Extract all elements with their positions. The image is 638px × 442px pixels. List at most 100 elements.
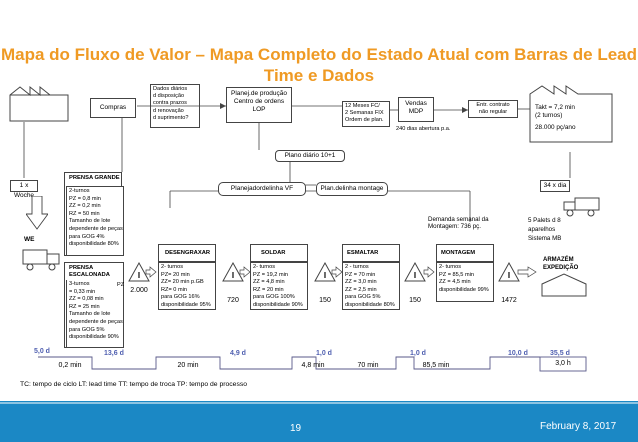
customer-factory-icon <box>529 85 613 143</box>
data-line: para GOG 4% <box>69 233 105 240</box>
supplier-box[interactable]: Compras <box>90 98 136 118</box>
daily-plan-box[interactable]: Plano diário 10+1 <box>275 150 345 162</box>
daily-plan-label: Plano diário 10+1 <box>284 152 336 159</box>
data-line: ZZ = 0,08 min <box>69 296 104 303</box>
production-control-line: LOP <box>252 106 266 113</box>
demand-label: Demanda semanal da Montagem: 736 pç. <box>428 216 489 230</box>
pallet-line: Sistema MB <box>528 235 562 242</box>
process-title: MONTAGEM <box>441 250 476 256</box>
pallet-line: aparelhos <box>528 226 556 233</box>
customer-truck-icon <box>563 197 600 217</box>
data-line: para GOG 5% <box>345 294 381 301</box>
press-step-title: PRENSA ESCALONADA <box>69 265 110 278</box>
inventory-count: 150 <box>319 297 331 304</box>
pallet-note: 5 Palets d 8 aparelhos Sistema MB <box>528 216 561 243</box>
line-planner-assembly-box[interactable]: Plan.delinha montage <box>316 182 388 196</box>
contract-line: Entr. contrato <box>476 102 510 108</box>
data-line: 2- turnos <box>439 264 462 270</box>
data-line: 2-turnos <box>69 188 90 194</box>
takt-time: Takt = 7,2 min <box>535 104 575 111</box>
data-line: ZZ = 3,0 min <box>345 279 377 286</box>
customer-data: Takt = 7,2 min (2 turnos) 28.000 pç/ano <box>535 104 576 132</box>
supplier-note-line: d disposição <box>153 93 185 100</box>
sales-line: MDP <box>408 108 424 115</box>
production-control-box[interactable]: Planej.de produção Centro de ordens LOP <box>226 87 292 123</box>
inventory-count: 2.000 <box>130 287 148 294</box>
inventory-triangle-icon: I <box>404 262 426 282</box>
data-line: ZZ= 20 min p.GB <box>161 279 204 286</box>
demand-line: Demanda semanal da <box>428 216 489 223</box>
supplier-note-line: Dados diários <box>153 86 188 92</box>
supplier-factory-icon <box>9 85 69 122</box>
push-arrows <box>145 266 537 278</box>
forecast-line: Ordem de plan. <box>345 117 384 124</box>
inventory-triangle-icon: I <box>222 262 244 282</box>
data-line: Tamanho de lote <box>69 311 111 318</box>
press-step-pz: PZ <box>117 282 125 288</box>
total-lead-time: 35,5 d <box>550 350 570 357</box>
process-time: 85,5 min <box>422 362 450 369</box>
demand-line: Montagem: 736 pç. <box>428 223 481 230</box>
data-line: para GOG 16% <box>161 294 200 301</box>
push-arrow-down-icon <box>26 196 48 230</box>
data-line: RZ = 25 min <box>69 303 100 310</box>
process-time: 0,2 min <box>58 362 82 369</box>
line-planner-assembly-label: Plan.delinha montage <box>320 185 384 192</box>
process-esmaltar[interactable]: ESMALTAR <box>342 244 400 262</box>
process-soldar-data: 2- turnos PZ = 19,2 min ZZ = 4,8 min RZ … <box>250 262 308 310</box>
process-title: SOLDAR <box>261 250 286 256</box>
process-desengraxar-data: 2- turnos PZ= 20 min ZZ= 20 min p.GB RZ=… <box>158 262 216 310</box>
data-line: Tamanho de lote <box>69 218 111 225</box>
data-line: disponibilidade 90% <box>69 334 119 341</box>
inventory-triangle-icon: I <box>314 262 336 282</box>
inventory-triangle-icon: I <box>128 262 150 282</box>
process-desengraxar[interactable]: DESENGRAXAR <box>158 244 216 262</box>
lead-time: 5,0 d <box>34 348 50 355</box>
data-line: 3-turnos <box>69 281 90 287</box>
timeline-ladder <box>38 356 587 372</box>
supplier-frequency-box: 1 x Woche <box>10 180 38 199</box>
takt-shifts: (2 turnos) <box>535 112 563 119</box>
warehouse-icon <box>541 273 587 297</box>
sales-note: 240 dias abertura p.a. <box>396 126 451 132</box>
data-line: ZZ = 4,5 min <box>439 279 471 286</box>
process-montagem[interactable]: MONTAGEM <box>436 244 494 262</box>
warehouse-label: ARMAZÉM EXPEDIÇÃO <box>543 256 578 272</box>
supplier-note-line: d suprimento? <box>153 114 189 121</box>
process-time: 20 min <box>177 362 199 369</box>
data-line: disponibilidade 80% <box>69 241 119 248</box>
data-line: PZ= 20 min <box>161 271 190 278</box>
data-line: ZZ = 0,2 min <box>69 203 101 210</box>
pallet-line: 5 Palets d 8 <box>528 217 561 224</box>
data-line: disponibilidade 90% <box>253 301 303 308</box>
sales-box[interactable]: Vendas MDP <box>398 97 434 122</box>
line-planner-vf-box[interactable]: Planejadordelinha VF <box>218 182 306 196</box>
data-line: ZZ = 2,5 min <box>345 286 377 293</box>
svg-text:I: I <box>324 271 326 280</box>
supplier-truck-icon <box>22 249 60 271</box>
process-montagem-data: 2- turnos PZ = 85,5 min ZZ = 4,5 min dis… <box>436 262 494 302</box>
process-time: 70 min <box>357 362 379 369</box>
data-line: para GOG 5% <box>69 326 105 333</box>
process-time: 4,8 min <box>301 362 325 369</box>
customer-frequency-box: 34 x dia <box>540 180 570 192</box>
svg-text:I: I <box>138 271 140 280</box>
data-line: RZ= 0 min <box>161 286 187 293</box>
process-esmaltar-data: 2 - turnos PZ = 70 min ZZ = 3,0 min ZZ =… <box>342 262 400 310</box>
inventory-count: 150 <box>409 297 421 304</box>
lead-time: 1,0 d <box>316 350 332 357</box>
footer-divider <box>0 402 638 404</box>
total-process-time: 3,0 h <box>555 360 571 367</box>
page-title: Mapa do Fluxo de Valor – Mapa Completo d… <box>0 45 638 85</box>
supplier-label: Compras <box>99 104 127 111</box>
supplier-frequency: 1 x Woche <box>13 182 35 199</box>
inventory-count: 720 <box>227 297 239 304</box>
contract-line: não regular <box>478 109 508 116</box>
page-number: 19 <box>290 423 302 434</box>
data-line: para GOG 100% <box>253 294 295 301</box>
warehouse-line: EXPEDIÇÃO <box>543 265 579 271</box>
process-soldar[interactable]: SOLDAR <box>250 244 308 262</box>
data-line: PZ = 19,2 min <box>253 271 288 278</box>
data-line: 2 - turnos <box>345 264 369 270</box>
legend: TC: tempo de ciclo LT: lead time TT: tem… <box>20 381 248 388</box>
